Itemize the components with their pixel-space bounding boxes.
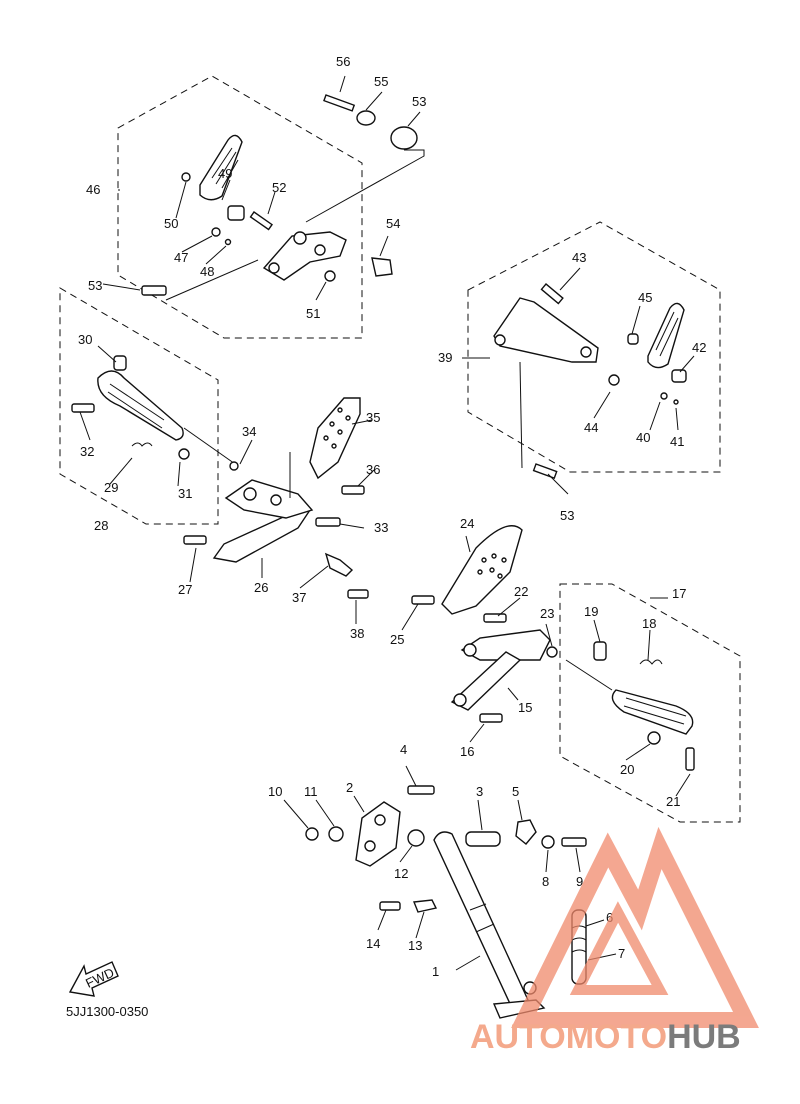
- fwd-arrow-icon: FWD: [68, 961, 119, 997]
- callout-43: 43: [572, 250, 586, 265]
- callout-1: 1: [432, 964, 439, 979]
- group-39-outline: [467, 221, 721, 473]
- callout-33: 33: [374, 520, 388, 535]
- callout-35: 35: [366, 410, 380, 425]
- callout-39: 39: [438, 350, 452, 365]
- callout-55: 54: [386, 216, 400, 231]
- callout-49: 49: [218, 166, 232, 181]
- callout-37: 37: [292, 590, 306, 605]
- watermark-brand-part2: HUB: [667, 1018, 741, 1056]
- callout-22: 22: [514, 584, 528, 599]
- callout-31: 31: [178, 486, 192, 501]
- callout-25: 25: [390, 632, 404, 647]
- part-code: 5JJ1300-0350: [66, 1004, 148, 1019]
- callout-9: 9: [576, 874, 583, 889]
- callout-7: 7: [618, 946, 625, 961]
- callout-10: 10: [268, 784, 282, 799]
- callout-36: 36: [366, 462, 380, 477]
- callout-19: 19: [584, 604, 598, 619]
- watermark-brand-part1: AUTOMOTO: [470, 1018, 668, 1056]
- footrest-39-assembly: [493, 283, 687, 479]
- group-28-outline: [59, 287, 219, 525]
- footrest-28-assembly: [71, 355, 239, 467]
- callout-53-right: 53: [560, 508, 574, 523]
- callout-23: 23: [540, 606, 554, 621]
- callout-26: 26: [254, 580, 268, 595]
- callout-38: 38: [350, 626, 364, 641]
- callout-27: 27: [178, 582, 192, 597]
- callout-53-top: 53: [88, 278, 102, 293]
- callout-numbers: 56 55 53 46 49 52 50 54 47 48 53 51 30 3…: [78, 54, 706, 979]
- callout-5: 5: [512, 784, 519, 799]
- callout-20: 20: [620, 762, 634, 777]
- callout-12: 12: [394, 866, 408, 881]
- callout-40: 40: [636, 430, 650, 445]
- callout-30: 30: [78, 332, 92, 347]
- watermark-brand: AUTOMOTOHUB: [470, 1018, 741, 1057]
- bracket-26-35: [183, 397, 369, 599]
- callout-44: 44: [584, 420, 598, 435]
- callout-21: 21: [666, 794, 680, 809]
- callout-32: 32: [80, 444, 94, 459]
- callout-24: 24: [460, 516, 474, 531]
- footrest-46-assembly: [181, 134, 393, 282]
- callout-28: 28: [94, 518, 108, 533]
- automotohub-logo-icon: [511, 826, 759, 1028]
- callout-18: 18: [642, 616, 656, 631]
- side-stand-assembly: [305, 785, 587, 1019]
- callout-16: 16: [460, 744, 474, 759]
- bracket-15-24: [411, 525, 558, 723]
- callout-4: 4: [400, 742, 407, 757]
- callout-57: 56: [336, 54, 350, 69]
- callout-41: 41: [670, 434, 684, 449]
- callout-50: 50: [164, 216, 178, 231]
- leader-lines: [79, 75, 695, 971]
- callout-54: 53: [412, 94, 426, 109]
- callout-45: 45: [638, 290, 652, 305]
- footrest-17-assembly: [565, 641, 695, 771]
- callout-3: 3: [476, 784, 483, 799]
- callout-52: 52: [272, 180, 286, 195]
- callout-14: 14: [366, 936, 380, 951]
- callout-17: 17: [672, 586, 686, 601]
- callout-47: 47: [174, 250, 188, 265]
- callout-56: 55: [374, 74, 388, 89]
- callout-2: 2: [346, 780, 353, 795]
- callout-46: 46: [86, 182, 100, 197]
- callout-42: 42: [692, 340, 706, 355]
- group-17-outline: [559, 583, 741, 823]
- callout-15: 15: [518, 700, 532, 715]
- callout-8: 8: [542, 874, 549, 889]
- callout-48: 48: [200, 264, 214, 279]
- callout-51: 51: [306, 306, 320, 321]
- svg-text:FWD: FWD: [83, 965, 116, 991]
- callout-13: 13: [408, 938, 422, 953]
- top-bolts: [141, 94, 425, 301]
- callout-34: 34: [242, 424, 256, 439]
- callout-29: 29: [104, 480, 118, 495]
- callout-11: 11: [304, 784, 318, 799]
